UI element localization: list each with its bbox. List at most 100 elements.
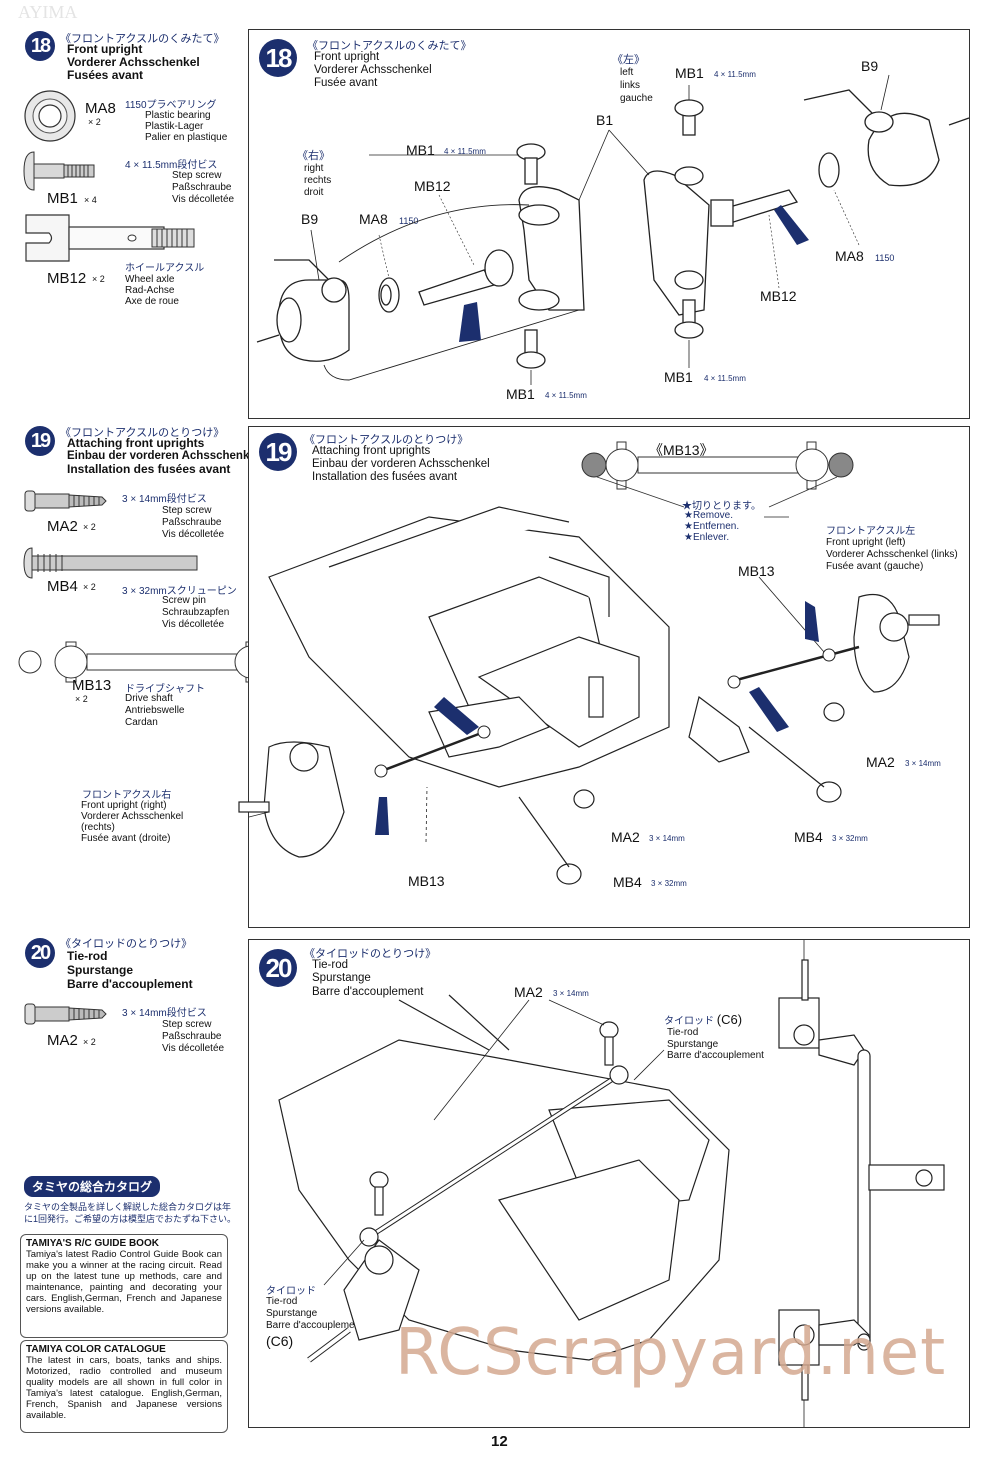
callout-mb1-bottom-left: MB1 [664,369,693,385]
right-upright-de-2: (rechts) [81,822,115,833]
color-catalogue-title: TAMIYA COLOR CATALOGUE [26,1344,166,1355]
part-name-de: Schraubzapfen [162,607,230,618]
remove-en: ★Remove. [684,510,733,521]
mb13-detail-diagram [581,441,854,508]
callout-mb1-dim: 4 × 11.5mm [545,391,587,400]
part-name-fr: Vis décolletée [162,529,225,540]
right-upright-en: Front upright (right) [81,800,167,811]
callout-mb1-dim: 4 × 11.5mm [444,147,486,156]
callout-ma2: MA2 [514,984,543,1000]
part-qty: × 2 [83,1037,96,1047]
tie-rod-install-diagram [278,940,945,1427]
panel-title-de: Einbau der vorderen Achsschenkel [312,458,490,470]
step-number-badge: 20 [25,938,55,968]
header-faint-logo: AYIMA [18,2,78,22]
left-upright-en: Front upright (left) [826,537,906,548]
part-name-fr: Vis décolletée [172,194,235,205]
left-side-de: links [620,80,641,91]
part-jp-name: ドライブシャフト [125,684,205,695]
part-name-de: Paßschraube [162,1031,222,1042]
callout-mb1-dim: 4 × 11.5mm [714,70,756,79]
watermark: RCScrapyard.net [395,1316,947,1390]
step-number-badge: 19 [25,426,55,456]
part-qty: × 2 [88,117,101,127]
tierod-top-jp: タイロッド (C6) [664,1012,742,1027]
step-title-en: Tie-rod [67,949,108,963]
left-upright-jp: フロントアクスル左 [826,526,916,537]
step-number-badge: 18 [25,31,55,61]
front-upright-install-diagram [238,506,940,885]
step-20-panel: 20 《タイロッドのとりつけ》 Tie-rod Spurstange Barre… [248,939,970,1428]
part-name-en: Step screw [162,1019,212,1030]
remove-fr: ★Enlever. [684,532,730,543]
callout-b9-right: B9 [301,211,319,227]
step-title-de: Einbau der vorderen Achsschenkel [67,450,259,462]
callout-mb1-bottom-right: MB1 [506,386,535,402]
part-code: MA2 [47,1032,78,1049]
part-name-de: Paßschraube [162,517,222,528]
tierod-top-fr: Barre d'accouplement [667,1050,764,1061]
callout-mb12-right: MB12 [414,178,451,194]
callout-ma8-right: MA8 [359,211,388,227]
callout-ma2-right: MA2 [611,829,640,845]
panel-title-fr: Barre d'accouplement [312,986,424,998]
catalog-jp-text-1: タミヤの全製品を詳しく解説した総合カタログは年 [24,1202,232,1212]
step-title-de: Spurstange [67,963,134,977]
right-side-en: right [304,163,324,174]
part-jp-name: 1150プラベアリング [125,100,217,111]
tierod-jp-label: タイロッド [664,1016,714,1027]
panel-title-en: Attaching front uprights [312,445,431,457]
panel-title-en: Front upright [314,51,380,63]
remove-jp: ★切りとります。 [682,501,761,512]
tierod-bottom-fr: Barre d'accouplement [266,1320,363,1331]
part-name-de: Antriebswelle [125,705,185,716]
guide-book-box: TAMIYA'S R/C GUIDE BOOK Tamiya's latest … [20,1234,228,1338]
part-code: MB4 [47,578,78,595]
tierod-bottom-code: (C6) [266,1333,294,1349]
part-qty: × 2 [75,694,88,704]
callout-mb1-dim: 4 × 11.5mm [704,374,746,383]
right-upright-jp: フロントアクスル右 [82,790,172,801]
callout-mb4-dim: 3 × 32mm [651,879,687,888]
part-name-de: Paßschraube [172,182,232,193]
callout-ma8-dim: 1150 [875,253,895,263]
part-name-en: Wheel axle [125,274,175,285]
bearing-part-icon [24,90,76,142]
callout-mb4-right: MB4 [613,874,642,890]
callout-b1: B1 [596,112,614,128]
step-title-de: Vorderer Achsschenkel [67,55,200,69]
step-jp-title: 《フロントアクスルのとりつけ》 [60,427,225,439]
catalog-jp-text-2: に1回発行。ご希望の方は模型店でおたずね下さい。 [24,1214,237,1224]
part-qty: × 2 [92,274,105,284]
right-upright-de: Vorderer Achsschenkel [81,811,184,822]
wheel-axle-part-icon [25,214,195,262]
callout-mb4-left: MB4 [794,829,823,845]
step-title-fr: Fusées avant [67,68,144,82]
right-upright-fr: Fusée avant (droite) [81,833,171,844]
part-jp-name: 3 × 14mm段付ビス [122,494,207,505]
part-name-de: Plastik-Lager [145,121,204,132]
part-qty: × 2 [83,582,96,592]
step-screw-part-icon [24,490,107,512]
step-jp-title: 《フロントアクスルのとりつけ》 [304,434,469,446]
callout-mb12-left: MB12 [760,288,797,304]
step-jp-title: 《フロントアクスルのくみたて》 [60,33,225,45]
right-side-jp: 《右》 [297,150,330,162]
callout-ma2-dim: 3 × 14mm [553,989,589,998]
right-side-fr: droit [304,187,324,198]
guide-book-body: Tamiya's latest Radio Control Guide Book… [26,1249,222,1315]
step-jp-title: 《タイロッドのとりつけ》 [60,938,193,950]
left-side-en: left [620,67,634,78]
remove-de: ★Entfernen. [684,521,740,532]
step-title-fr: Barre d'accouplement [67,977,193,991]
callout-b9-left: B9 [861,58,879,74]
step-screw-part-icon [23,151,95,191]
panel-title-de: Vorderer Achsschenkel [314,64,432,76]
part-code: MB12 [47,270,87,287]
part-jp-name: 3 × 14mm段付ビス [122,1008,207,1019]
step-jp-title: 《タイロッドのとりつけ》 [304,948,437,960]
callout-ma8-left: MA8 [835,248,864,264]
guide-book-title: TAMIYA'S R/C GUIDE BOOK [26,1238,159,1249]
part-code: MB1 [47,190,78,207]
tierod-bottom-jp: タイロッド [266,1286,316,1297]
